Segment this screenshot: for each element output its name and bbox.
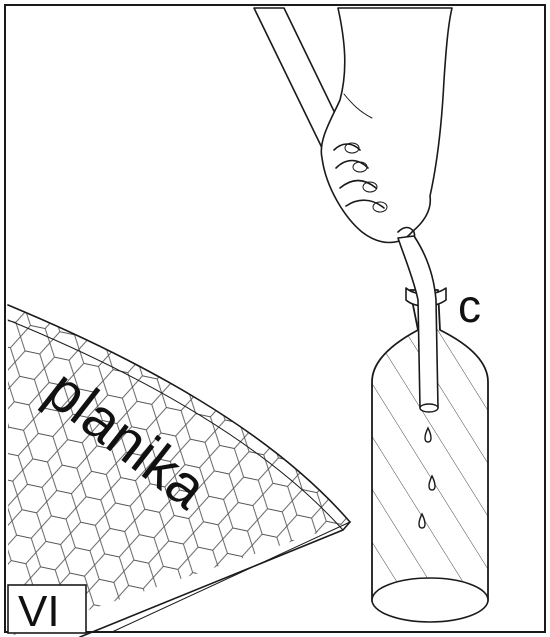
hand (321, 8, 452, 246)
callout-label: c (458, 280, 481, 332)
panel-label-box: VI (8, 585, 86, 636)
panel-label: VI (18, 587, 60, 636)
